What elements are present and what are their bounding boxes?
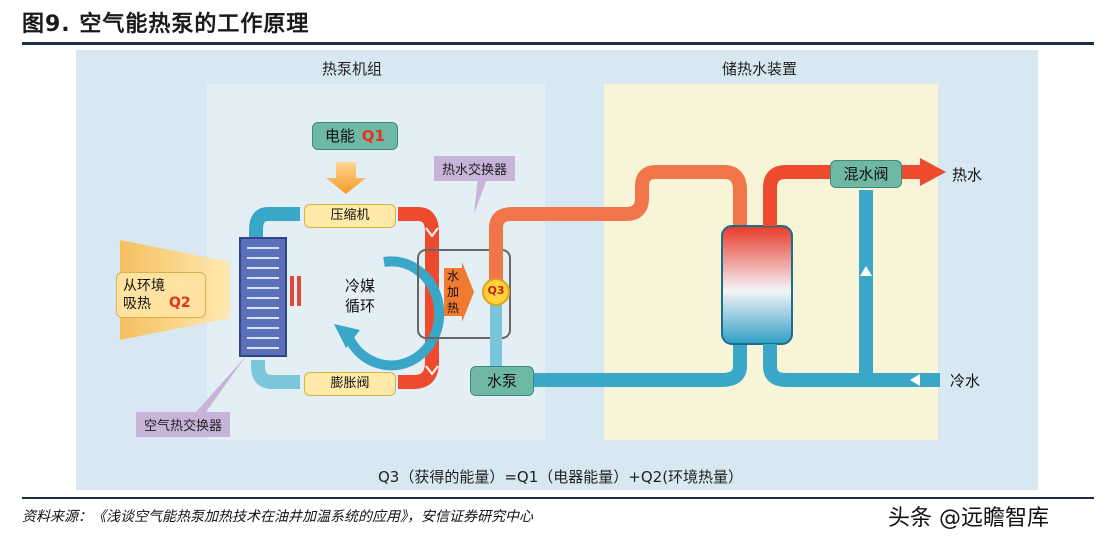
air-heat-exchanger-tag: 空气热交换器 [136, 412, 231, 437]
expansion-valve-box: 膨胀阀 [304, 372, 396, 396]
q1-label: Q1 [361, 127, 385, 145]
figure-title: 图9. 空气能热泵的工作原理 [22, 12, 310, 37]
source-note: 资料来源：《浅谈空气能热泵加热技术在油井加温系统的应用》，安信证券研究中心 [22, 509, 533, 525]
water-pump-box: 水泵 [470, 366, 534, 396]
refrigerant-cold-pipe [249, 207, 300, 240]
compressor-box: 压缩机 [304, 204, 396, 228]
water-heating-label: 水 加 热 [446, 269, 459, 315]
q2-label: Q2 [169, 295, 191, 311]
hot-pipe-chevron [425, 365, 439, 376]
bottom-rule [22, 497, 1094, 499]
water-heat-exchanger-tag: 热水交换器 [434, 156, 516, 181]
storage-unit-label: 储热水装置 [722, 60, 798, 78]
refrigerant-cycle-arrowhead [334, 324, 360, 348]
q3-circle [482, 278, 510, 306]
watermark: 头条 @远瞻智库 [888, 506, 1049, 531]
water-exchanger-tag-pointer [474, 176, 488, 214]
heat-pump-unit-label: 热泵机组 [322, 60, 383, 78]
cold-return-pipe [532, 340, 747, 387]
refrigerant-cold-pipe-bottom [251, 360, 300, 389]
heat-fin [290, 276, 294, 306]
cold-water-arrowhead [910, 374, 920, 386]
ambient-heat-box: 从环境 吸热 Q2 [116, 272, 206, 318]
water-heating-arrow [444, 262, 474, 322]
air-exchanger-tag-pointer [196, 356, 246, 412]
water-heat-exchanger-box [417, 249, 511, 339]
heat-fin [297, 276, 301, 306]
electric-energy-label: 电能 [325, 127, 356, 145]
hot-water-arrowhead [920, 158, 946, 186]
hot-water-label: 热水 [952, 166, 983, 184]
hot-water-pipe [489, 165, 747, 290]
electric-energy-box: 电能 Q1 [312, 122, 398, 150]
cold-water-inlet-pipe [859, 190, 940, 387]
electric-arrow [326, 162, 366, 194]
cold-water-up-arrowhead [860, 266, 872, 276]
cold-water-to-tank-pipe [763, 344, 866, 387]
tank-hot-outlet-pipe [763, 165, 832, 226]
energy-formula: Q3（获得的能量）=Q1（电器能量）+Q2(环境热量） [378, 468, 744, 486]
q3-label: Q3 [487, 284, 505, 297]
cold-water-label: 冷水 [950, 372, 981, 390]
refrigerant-cycle-label: 冷媒 循环 [344, 277, 375, 315]
ambient-heat-label: 从环境 吸热 [123, 278, 165, 312]
storage-tank [721, 225, 793, 345]
hot-pipe-chevron [425, 227, 439, 238]
mixing-valve-box: 混水阀 [830, 160, 902, 188]
coil-fins [247, 247, 279, 349]
title-rule [22, 42, 1094, 45]
